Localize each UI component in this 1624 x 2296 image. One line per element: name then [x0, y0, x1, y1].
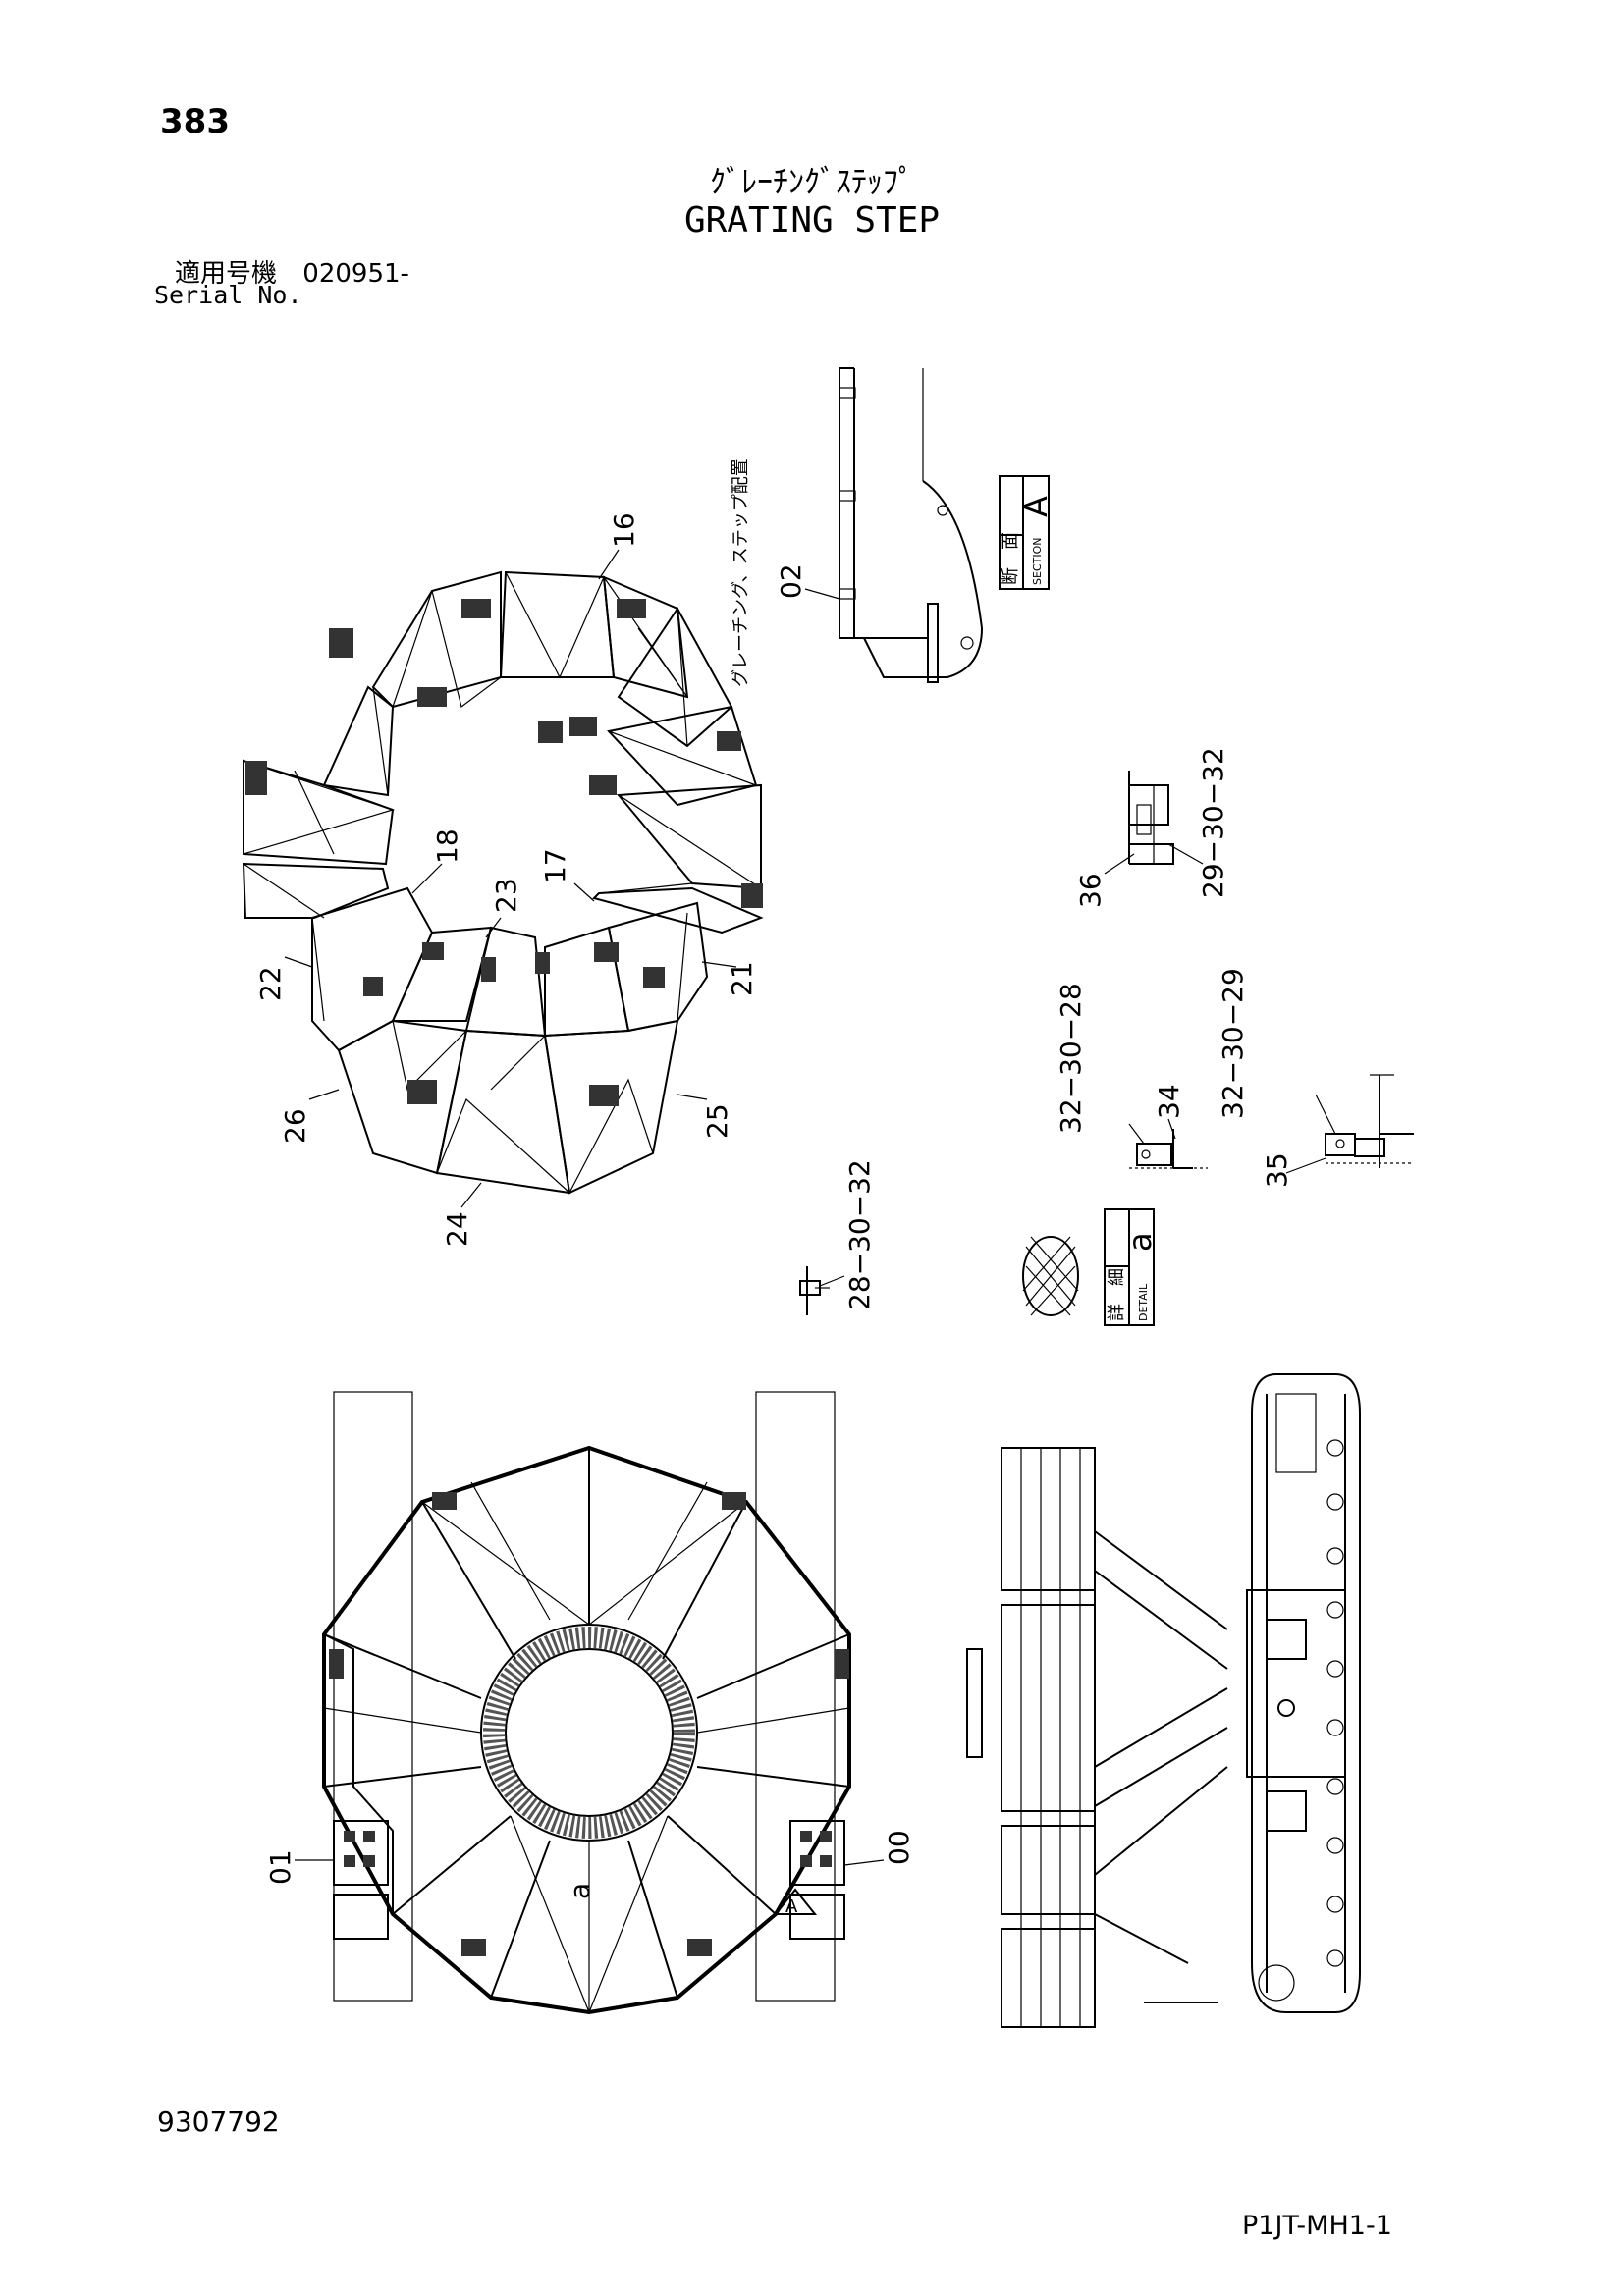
crawler-side-view — [966, 1373, 1361, 2028]
section-jp-1: 断 — [1001, 567, 1021, 585]
serial-label-english: Serial No. — [154, 281, 302, 309]
label-21: 21 — [726, 961, 758, 996]
label-29-30-32: 29−30−32 — [1197, 747, 1229, 898]
detail-fastener-34: 32−30−28 34 — [1055, 983, 1208, 1169]
detail-a-mesh: 詳 細 DETAIL a — [1022, 1208, 1159, 1326]
assembled-plan-view: 01 00 a A — [264, 1391, 915, 2015]
page-number: 383 — [160, 102, 230, 141]
label-35: 35 — [1261, 1152, 1293, 1188]
page-code: P1JT-MH1-1 — [1242, 2211, 1392, 2241]
detail-fastener-35: 32−30−29 35 — [1217, 968, 1414, 1188]
serial-label-jp-text: 適用号機 — [175, 259, 278, 289]
label-23: 23 — [490, 878, 522, 913]
title-english: GRATING STEP — [683, 200, 941, 240]
label-16: 16 — [608, 512, 640, 548]
mark-a: a — [564, 1883, 596, 1899]
label-32-30-28: 32−30−28 — [1055, 983, 1087, 1134]
detail-jp-1: 詳 — [1107, 1304, 1127, 1321]
label-22: 22 — [254, 966, 287, 1001]
detail-letter: a — [1121, 1232, 1159, 1252]
detail-fastener-36: 36 29−30−32 — [1074, 747, 1229, 908]
section-en: SECTION — [1031, 538, 1044, 585]
detail-jp-2: 細 — [1107, 1268, 1127, 1286]
label-17: 17 — [539, 848, 571, 883]
section-jp-2: 面 — [1001, 532, 1021, 550]
title-japanese: ｸﾞﾚｰﾁﾝｸﾞｽﾃｯﾌﾟ — [709, 163, 914, 200]
layout-note: グレーチング、ステップ配置 — [731, 458, 751, 687]
label-25: 25 — [701, 1103, 733, 1139]
label-00: 00 — [883, 1830, 915, 1865]
detail-en: DETAIL — [1137, 1283, 1150, 1321]
serial-value: 020951- — [302, 259, 409, 289]
label-02: 02 — [775, 563, 807, 599]
label-26: 26 — [279, 1108, 311, 1144]
label-28-30-32: 28−30−32 — [843, 1159, 876, 1310]
section-a-profile: 02 断 面 SECTION A — [775, 367, 1055, 683]
label-32-30-29: 32−30−29 — [1217, 968, 1249, 1119]
label-36: 36 — [1074, 873, 1107, 908]
exploded-part-labels: 16 18 23 17 22 21 26 25 24 — [254, 512, 758, 1247]
label-24: 24 — [441, 1211, 473, 1247]
section-letter: A — [1017, 496, 1055, 517]
label-01: 01 — [264, 1849, 297, 1885]
label-18: 18 — [431, 828, 463, 864]
exploded-grating-ring — [242, 570, 764, 1195]
serial-label-japanese: 適用号機 020951- — [175, 253, 409, 290]
mark-A: A — [785, 1896, 798, 1917]
label-34: 34 — [1153, 1084, 1185, 1119]
detail-bolt-28: 28−30−32 — [799, 1159, 876, 1315]
document-number: 9307792 — [157, 2106, 280, 2138]
